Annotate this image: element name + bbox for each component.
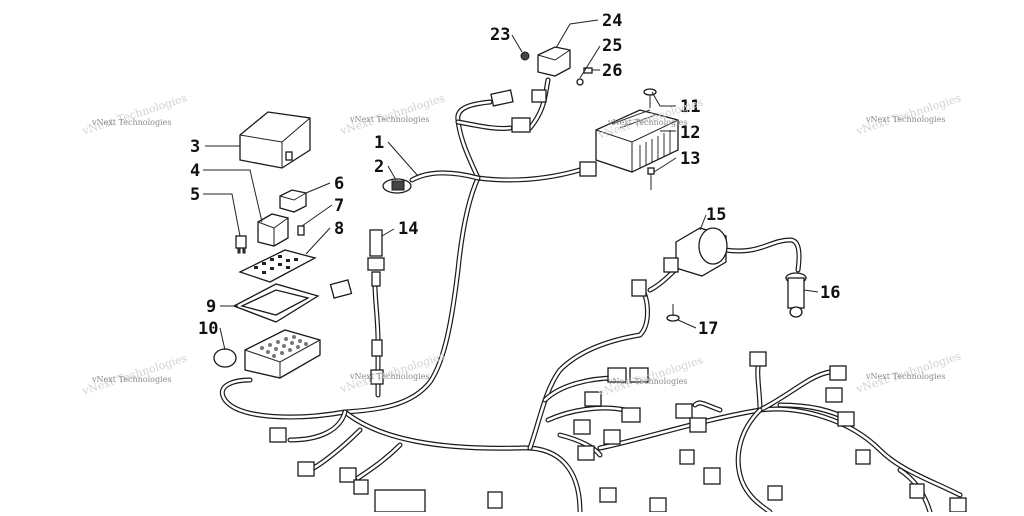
leader-lines (203, 19, 819, 351)
callout-17: 17 (698, 319, 718, 339)
connector-fuse-box (329, 279, 353, 299)
watermark-text: vNext Technologies (350, 115, 430, 124)
callout-12: 12 (680, 123, 700, 143)
callout-14: 14 (398, 219, 418, 239)
callout-6: 6 (334, 174, 344, 194)
clip-ring (213, 348, 237, 368)
callout-23: 23 (490, 25, 510, 45)
sensor-14 (367, 229, 385, 385)
fuse-label-sheet (238, 249, 317, 283)
fuse-box-base (244, 329, 321, 379)
callout-13: 13 (680, 149, 700, 169)
fuse-box-cover (239, 111, 311, 169)
callout-1: 1 (374, 133, 384, 153)
watermark-text: vNext Technologies (608, 118, 688, 127)
fuse-5 (235, 235, 247, 254)
watermark-text: vNext Technologies (350, 372, 430, 381)
harness-plug (382, 178, 412, 194)
washer-23 (520, 51, 530, 61)
watermark-text: vNext Technologies (608, 377, 688, 386)
callout-25: 25 (602, 36, 622, 56)
callout-4: 4 (190, 161, 200, 181)
spark-plug-cap (785, 272, 807, 318)
callout-11: 11 (680, 97, 700, 117)
callout-9: 9 (206, 297, 216, 317)
callout-24: 24 (602, 11, 622, 31)
relay (257, 213, 289, 247)
voltage-regulator (579, 109, 679, 177)
watermark-text: vNext Technologies (92, 375, 172, 384)
gasket (232, 283, 320, 323)
callout-16: 16 (820, 283, 840, 303)
callout-5: 5 (190, 185, 200, 205)
mini-fuse (297, 225, 305, 236)
callout-8: 8 (334, 219, 344, 239)
relay-bracket (537, 46, 571, 77)
callout-15: 15 (706, 205, 726, 225)
watermark-text: vNext Technologies (866, 115, 946, 124)
callout-26: 26 (602, 61, 622, 81)
bolt-13 (647, 167, 655, 190)
callout-2: 2 (374, 157, 384, 177)
callout-7: 7 (334, 196, 344, 216)
small-relay (279, 189, 307, 213)
harness-connectors (269, 279, 967, 513)
watermark-text: vNext Technologies (92, 118, 172, 127)
ignition-coil (663, 227, 728, 277)
callout-3: 3 (190, 137, 200, 157)
screw-11 (643, 88, 657, 108)
callout-numbers: 1 2 3 4 5 6 7 8 9 10 11 12 13 14 15 16 1… (190, 11, 840, 339)
callout-10: 10 (198, 319, 218, 339)
relay-connectors (490, 89, 547, 133)
watermark-text: vNext Technologies (866, 372, 946, 381)
bolt-17 (666, 304, 680, 322)
